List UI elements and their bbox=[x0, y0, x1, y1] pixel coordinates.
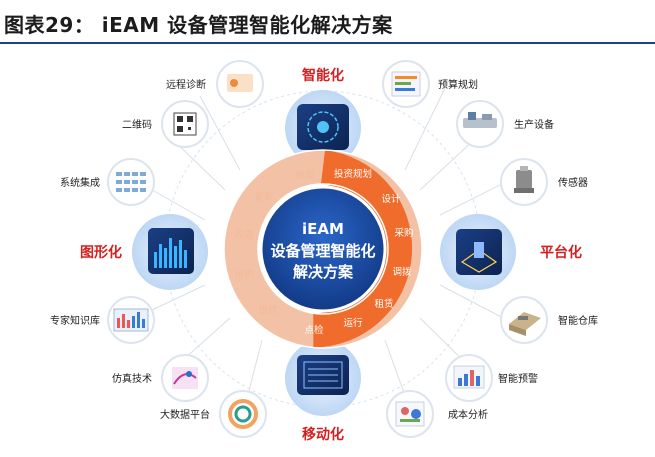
satellite-budget: 预算规划 bbox=[382, 60, 478, 108]
ring-active-arc bbox=[312, 150, 413, 348]
satellite-sensor: 传感器 bbox=[500, 158, 588, 206]
satellite-production-equipment: 生产设备 bbox=[456, 100, 554, 148]
hub-right bbox=[440, 214, 516, 290]
ring-label-scrap: 报废 bbox=[295, 169, 315, 181]
ring-label-procurement: 采购 bbox=[394, 227, 413, 239]
center-title: iEAM bbox=[302, 220, 344, 238]
label-cost-analysis: 成本分析 bbox=[448, 408, 488, 421]
label-expert-knowledge: 专家知识库 bbox=[50, 314, 100, 327]
label-simulation: 仿真技术 bbox=[112, 372, 152, 385]
label-budget: 预算规划 bbox=[438, 78, 478, 91]
satellite-system-integration: 系统集成 bbox=[60, 158, 155, 206]
ring-label-design: 设计 bbox=[381, 193, 401, 205]
label-smart-warehouse: 智能仓库 bbox=[558, 314, 598, 327]
center-subtitle: 设备管理智能化 bbox=[270, 242, 375, 260]
label-big-data: 大数据平台 bbox=[160, 408, 210, 421]
satellite-smart-warning: 智能预警 bbox=[445, 354, 538, 402]
ring-label-operation: 运行 bbox=[343, 317, 363, 329]
ring-label-transfer: 调拨 bbox=[392, 266, 412, 278]
center-disk bbox=[259, 185, 387, 313]
ring-label-maintain: 维护 bbox=[234, 269, 253, 281]
iEAM-diagram: iEAM 设备管理智能化 解决方案 投资规划 设计 采购 调拨 租赁 运行 点检… bbox=[50, 60, 598, 443]
label-production-equipment: 生产设备 bbox=[514, 118, 554, 131]
hub-bottom bbox=[285, 340, 361, 416]
satellite-qr-code: 二维码 bbox=[122, 100, 209, 148]
hub-top bbox=[285, 90, 361, 166]
ring-label-repair: 维修 bbox=[258, 304, 278, 316]
ring-label-retrofit: 改造 bbox=[234, 229, 254, 241]
label-remote-diagnosis: 远程诊断 bbox=[166, 78, 206, 91]
category-mobile: 移动化 bbox=[302, 426, 344, 443]
label-smart-warning: 智能预警 bbox=[498, 372, 538, 385]
satellite-simulation: 仿真技术 bbox=[112, 354, 209, 402]
label-qr-code: 二维码 bbox=[122, 118, 152, 131]
satellite-remote-diagnosis: 远程诊断 bbox=[166, 60, 264, 108]
category-platform: 平台化 bbox=[540, 244, 582, 261]
hub-left bbox=[132, 214, 208, 290]
center-subtitle-2: 解决方案 bbox=[293, 263, 354, 281]
ring-label-lease: 租赁 bbox=[374, 298, 393, 310]
ring-label-investment: 投资规划 bbox=[334, 168, 372, 180]
category-smart: 智能化 bbox=[301, 67, 344, 84]
satellite-big-data: 大数据平台 bbox=[160, 390, 267, 438]
satellite-cost-analysis: 成本分析 bbox=[386, 390, 488, 438]
ring-label-inspection: 点检 bbox=[304, 324, 324, 336]
figure-title: 图表29： iEAM 设备管理智能化解决方案 bbox=[4, 13, 393, 37]
label-sensor: 传感器 bbox=[558, 176, 588, 189]
category-graphic: 图形化 bbox=[80, 244, 122, 261]
ring-label-update: 更新 bbox=[254, 191, 274, 203]
figure-header: 图表29： iEAM 设备管理智能化解决方案 bbox=[0, 0, 655, 44]
satellite-smart-warehouse: 智能仓库 bbox=[500, 296, 598, 344]
satellite-expert-knowledge: 专家知识库 bbox=[50, 296, 155, 344]
label-system-integration: 系统集成 bbox=[60, 176, 100, 189]
